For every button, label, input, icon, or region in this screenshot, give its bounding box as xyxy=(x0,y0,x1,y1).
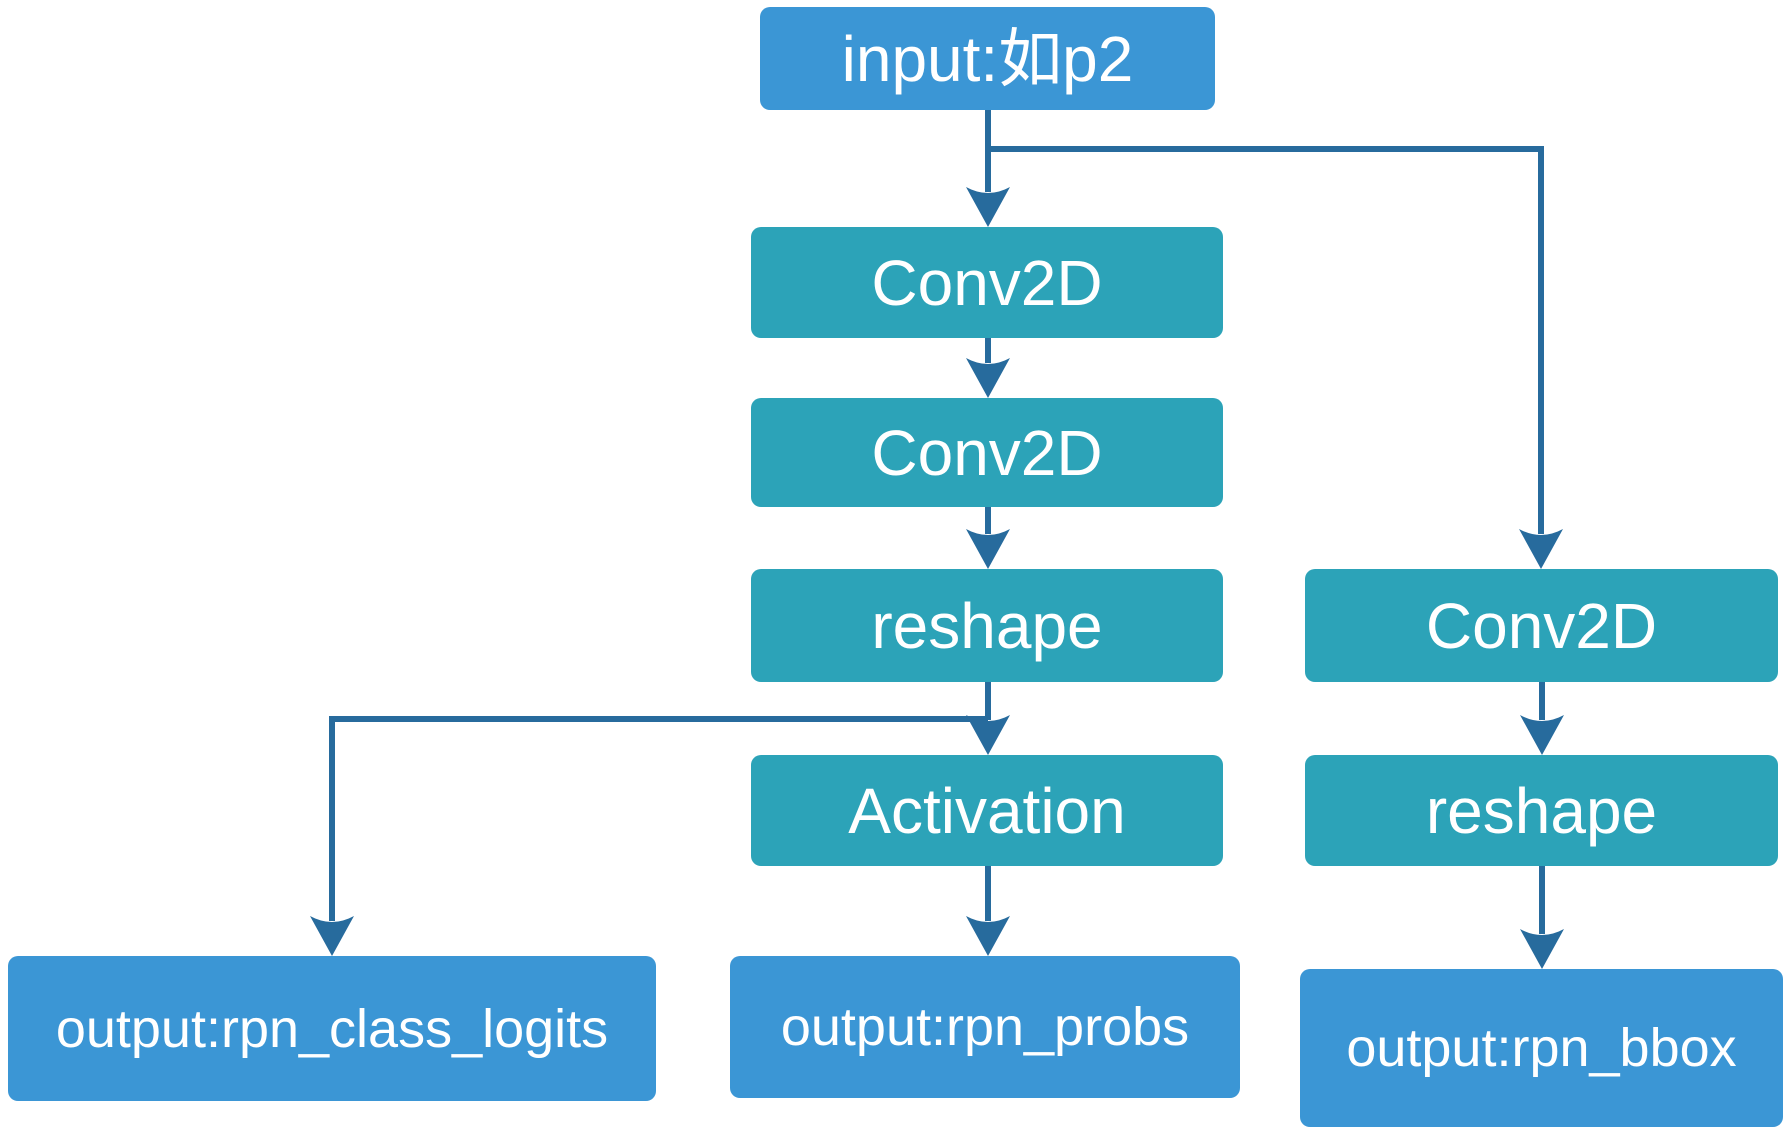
arrowhead xyxy=(966,187,1010,227)
node-output-rpn-probs: output:rpn_probs xyxy=(730,956,1240,1098)
node-label: output:rpn_bbox xyxy=(1346,1018,1737,1078)
arrowhead xyxy=(1520,715,1564,755)
arrowhead xyxy=(1520,929,1564,969)
edge-input-conv2d-3 xyxy=(988,146,1544,534)
node-activation: Activation xyxy=(751,755,1223,866)
node-label: input:如p2 xyxy=(841,22,1134,95)
arrowhead xyxy=(966,916,1010,956)
node-output-rpn-bbox: output:rpn_bbox xyxy=(1300,969,1783,1127)
arrowhead xyxy=(1519,529,1563,569)
node-conv2d-1: Conv2D xyxy=(751,227,1223,338)
arrowhead xyxy=(310,916,354,956)
node-reshape-1: reshape xyxy=(751,569,1223,682)
node-output-rpn-class-logits: output:rpn_class_logits xyxy=(8,956,656,1101)
node-label: reshape xyxy=(1425,774,1658,847)
node-label: reshape xyxy=(871,589,1103,662)
node-reshape-2: reshape xyxy=(1305,755,1778,866)
arrowhead xyxy=(966,529,1010,569)
node-label: output:rpn_class_logits xyxy=(55,998,609,1059)
arrowhead xyxy=(966,715,1010,755)
node-label: Conv2D xyxy=(871,246,1103,319)
node-label: Activation xyxy=(848,774,1126,847)
node-label: Conv2D xyxy=(871,416,1103,489)
node-label: output:rpn_probs xyxy=(780,997,1190,1057)
node-conv2d-2: Conv2D xyxy=(751,398,1223,507)
arrowhead xyxy=(966,358,1010,398)
edge-reshape-1-output-rpn-class-logits xyxy=(329,716,988,921)
node-conv2d-3: Conv2D xyxy=(1305,569,1778,682)
node-label: Conv2D xyxy=(1425,589,1658,662)
node-input: input:如p2 xyxy=(760,7,1215,110)
